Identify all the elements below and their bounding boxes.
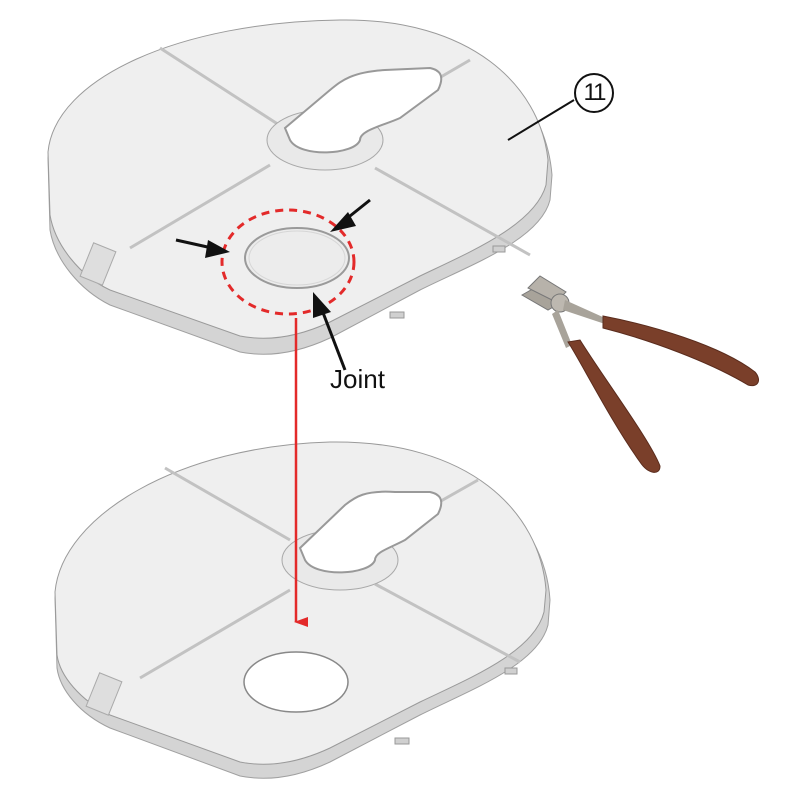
red-dashed-circle [220, 208, 356, 316]
pliers [520, 275, 759, 473]
joint-label: Joint [330, 364, 385, 394]
black-arrows [175, 198, 371, 371]
part-leader-line [507, 99, 575, 141]
part-number-callout: 11 [574, 73, 614, 113]
upper-plate [47, 19, 553, 355]
knockout-hole [243, 651, 349, 713]
lower-plate [54, 441, 551, 779]
